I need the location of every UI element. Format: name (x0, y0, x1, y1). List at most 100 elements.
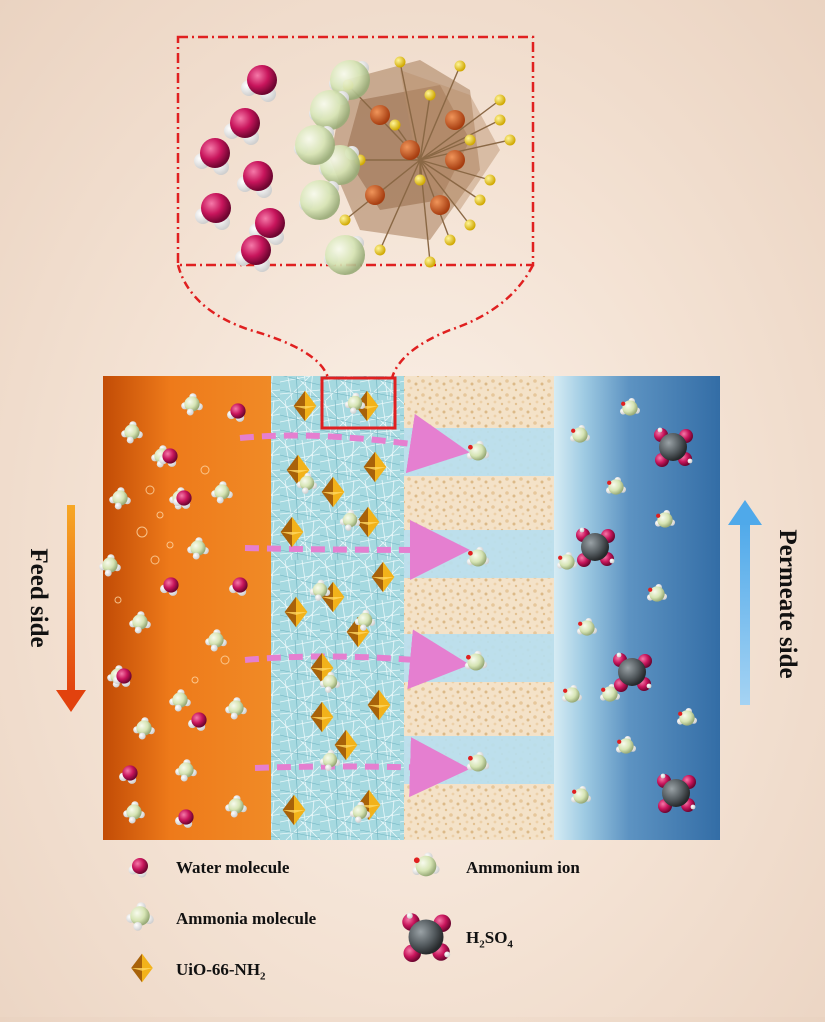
ammonia-molecule (205, 629, 227, 652)
permeate-region (554, 376, 720, 840)
water-molecule (160, 577, 179, 596)
ammonium-ion (466, 546, 490, 567)
ammonia-molecule (181, 393, 203, 416)
sulfuric-acid-molecule (613, 652, 652, 692)
ammonia-molecule (319, 671, 341, 693)
uio-66-nh2-crystal (321, 476, 345, 508)
legend-ammonium-label: Ammonium ion (466, 858, 580, 877)
ammonium-ion (605, 476, 627, 495)
sulfuric-acid-molecule (654, 427, 693, 467)
uio-66-nh2-crystal (371, 561, 395, 593)
zoom-connector-right (390, 264, 535, 379)
ammonium-ion (464, 650, 488, 671)
uio-66-nh2-crystal (310, 652, 334, 684)
legend-water-label: Water molecule (176, 858, 290, 877)
ammonia-molecule (225, 795, 247, 818)
water-molecule (113, 668, 132, 687)
ammonia-molecule (126, 902, 154, 931)
water-molecule (175, 809, 194, 828)
ammonia-molecule (129, 611, 151, 634)
uio-66-nh2-crystal (367, 689, 391, 721)
water-molecule (224, 108, 260, 145)
ammonia-molecule (175, 759, 197, 782)
legend-acid-label: H2SO4 (466, 928, 513, 951)
zoom-box-small (320, 376, 397, 430)
ammonia-molecule (211, 481, 233, 504)
water-molecule (173, 490, 192, 509)
ammonium-ion (676, 707, 698, 726)
uio-66-nh2-crystal (293, 390, 317, 422)
ammonia-molecule (133, 717, 155, 740)
transport-arrow (244, 629, 470, 690)
ammonia-molecule (309, 90, 350, 130)
feed-side-label: Feed side (25, 548, 52, 648)
water-molecule (188, 712, 207, 731)
permeate-flow-arrow (728, 500, 762, 705)
ammonia-molecule (299, 180, 340, 220)
water-molecule (249, 208, 285, 245)
water-molecule (159, 448, 178, 467)
uio-66-nh2-crystal (363, 451, 387, 483)
sulfuric-acid-molecule (657, 773, 696, 813)
legend-icons (126, 852, 451, 983)
water-molecule (128, 858, 148, 878)
ammonia-molecule (294, 125, 335, 165)
ammonia-molecule (344, 392, 366, 414)
molecules (99, 390, 698, 828)
uio-66-nh2-crystal (286, 454, 310, 486)
ammonia-molecule (324, 235, 365, 275)
ammonia-molecule (187, 537, 209, 560)
sulfuric-acid-molecule (576, 527, 615, 567)
zoom-content (194, 56, 516, 275)
ammonia-molecule (296, 472, 318, 494)
ammonium-ion (615, 735, 637, 754)
ammonia-molecule (309, 579, 331, 601)
legend-uio-label: UiO-66-NH2 (176, 960, 266, 983)
ammonia-molecule (225, 697, 247, 720)
zoom-connector-left (176, 264, 330, 379)
ammonium-ion (646, 583, 668, 602)
ammonium-ion (466, 751, 490, 772)
ammonia-molecule (329, 60, 370, 100)
uio-66-nh2-crystal (334, 729, 358, 761)
water-molecule (194, 138, 230, 175)
ammonium-ion (556, 551, 578, 570)
uio-66-nh2-crystal (282, 794, 306, 826)
water-molecule (119, 765, 138, 784)
transport-arrow (244, 519, 470, 580)
ammonium-ion (466, 440, 490, 461)
water-molecule (235, 235, 271, 272)
ammonia-molecule (109, 487, 131, 510)
ammonium-ion (569, 424, 591, 443)
uio-66-nh2-crystal (280, 516, 304, 548)
uio-66-nh2-crystal (284, 596, 308, 628)
mof-cluster (330, 56, 516, 268)
ammonium-ion (576, 617, 598, 636)
ammonia-molecule (319, 749, 341, 771)
ammonium-ion (599, 683, 621, 702)
water-molecule (227, 403, 246, 422)
ammonium-ion (570, 785, 592, 804)
ammonia-molecule (339, 509, 361, 531)
ammonia-molecule (169, 689, 191, 712)
water-molecule (241, 65, 277, 102)
ammonium-ion (619, 397, 641, 416)
ammonia-molecule (99, 554, 121, 577)
ammonia-molecule (349, 801, 371, 823)
transport-arrows (239, 413, 470, 798)
uio-66-nh2-crystal (131, 953, 153, 983)
uio-66-nh2-crystal (356, 506, 380, 538)
transport-arrow (254, 737, 470, 798)
water-molecule (195, 193, 231, 230)
legend-ammonia-label: Ammonia molecule (176, 909, 317, 928)
transport-arrow (239, 413, 470, 474)
permeate-side-label: Permeate side (774, 529, 801, 679)
feed-flow-arrow (56, 505, 86, 712)
sulfuric-acid-molecule (402, 912, 451, 962)
water-molecule (237, 161, 273, 198)
ammonium-ion (561, 684, 583, 703)
ammonium-ion (412, 852, 440, 877)
ammonia-molecule (123, 801, 145, 824)
